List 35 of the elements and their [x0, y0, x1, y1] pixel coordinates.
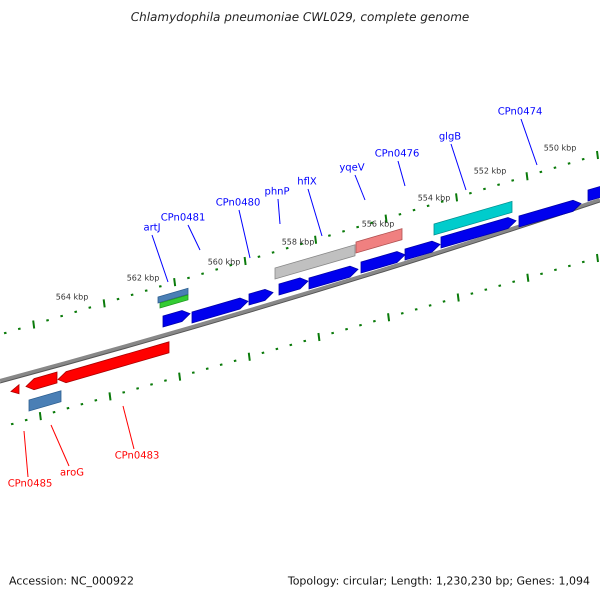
scale-label: 564 kbp	[56, 292, 88, 302]
scale-label: 552 kbp	[474, 166, 506, 176]
gene-label: CPn0480	[216, 197, 260, 209]
leader-line	[238, 210, 250, 258]
diagram-title: Chlamydophila pneumoniae CWL029, complete genome	[130, 11, 470, 25]
leader-line	[354, 174, 366, 200]
leader-line	[308, 188, 322, 236]
scale-label: 556 kbp	[362, 219, 394, 229]
scale-label: 554 kbp	[418, 193, 450, 203]
leader-line	[398, 160, 406, 186]
leader-line	[278, 198, 280, 224]
footer-text: Accession: NC_000922	[9, 576, 134, 588]
gene-label: phnP	[264, 186, 290, 198]
footer-text: Topology: circular; Length: 1,230,230 bp; Genes: 1,094	[288, 576, 590, 588]
scale-label: 560 kbp	[208, 257, 240, 267]
leader-line	[122, 406, 134, 450]
scale-label: 558 kbp	[282, 237, 314, 247]
gene-label: CPn0481	[160, 212, 206, 224]
leader-line	[50, 424, 70, 466]
gene-label: CPn0483	[114, 450, 160, 462]
gene-label: CPn0485	[8, 478, 52, 490]
leader-line	[520, 118, 538, 166]
leader-line	[24, 430, 28, 478]
gene-label: CPn0474	[498, 106, 542, 118]
gene-label: CPn0476	[374, 148, 420, 160]
leader-line	[450, 144, 466, 190]
scale-label: 550 kbp	[544, 143, 576, 153]
gene-label: hflX	[297, 176, 317, 188]
scale-label: 562 kbp	[126, 273, 160, 283]
gene-label: aroG	[60, 467, 84, 479]
leader-line	[152, 234, 168, 282]
gene-label: yqeV	[339, 162, 365, 174]
gene-label: artJ	[143, 222, 161, 234]
gene-label: glgB	[438, 131, 462, 143]
leader-line	[188, 224, 200, 250]
